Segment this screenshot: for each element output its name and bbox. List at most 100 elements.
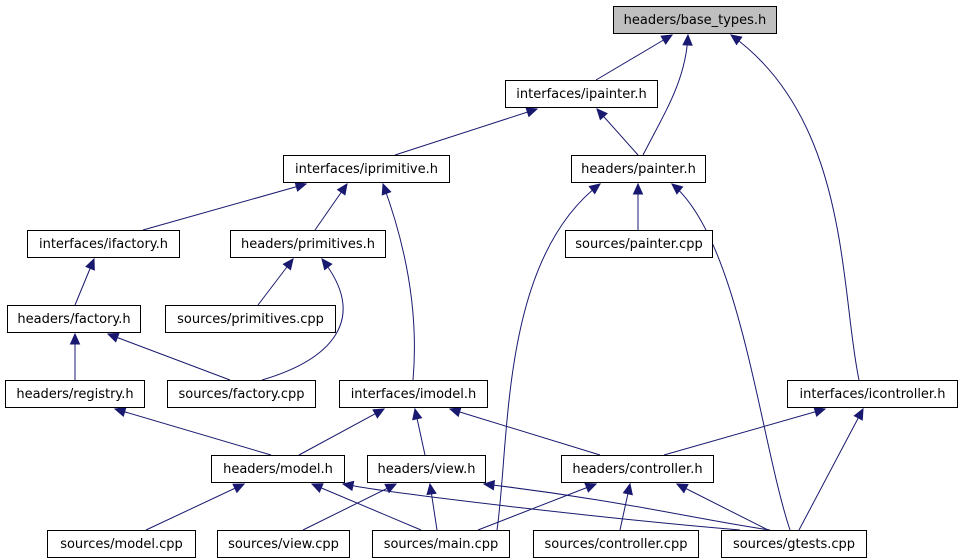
node-icontroller[interactable]: interfaces/icontroller.h — [787, 380, 958, 408]
node-label: headers/controller.h — [572, 462, 702, 477]
node-label: headers/model.h — [223, 462, 333, 477]
node-label: headers/painter.h — [581, 162, 696, 177]
arrowhead-model_h-to-registry_h — [113, 406, 127, 418]
edge-imodel-to-iprimitive — [382, 183, 415, 381]
arrowhead-painter_cpp-to-painter_h — [632, 182, 644, 195]
node-label: interfaces/imodel.h — [351, 387, 477, 402]
node-box[interactable] — [7, 305, 141, 333]
node-view-h[interactable]: headers/view.h — [367, 455, 486, 483]
arrowhead-factory_h-to-ifactory — [85, 257, 95, 271]
nodes-layer: headers/base_types.h interfaces/ipainter.… — [5, 6, 958, 558]
node-label: headers/base_types.h — [624, 13, 767, 28]
node-label: interfaces/iprimitive.h — [295, 162, 438, 177]
node-box[interactable] — [230, 230, 386, 258]
arrowhead-view_cpp-to-view_h — [384, 483, 398, 494]
node-model-h[interactable]: headers/model.h — [211, 455, 345, 483]
node-label: interfaces/ipainter.h — [516, 87, 646, 102]
node-box[interactable] — [505, 80, 658, 108]
node-label: interfaces/ifactory.h — [39, 237, 168, 252]
edge-main_cpp-to-controller_h — [477, 483, 597, 531]
node-base-types[interactable]: headers/base_types.h — [613, 6, 777, 34]
node-label: headers/registry.h — [16, 387, 133, 402]
node-box[interactable] — [47, 530, 196, 558]
node-box[interactable] — [533, 530, 699, 558]
arrowhead-iprimitive-to-ipainter — [525, 107, 539, 118]
edge-gtests_cpp-to-painter_h — [671, 183, 791, 531]
node-label: sources/gtests.cpp — [733, 537, 855, 552]
arrowhead-imodel-to-iprimitive — [381, 182, 392, 196]
arrowhead-primitives_h-to-iprimitive — [336, 182, 348, 196]
node-iprimitive[interactable]: interfaces/iprimitive.h — [283, 155, 450, 183]
node-label: headers/view.h — [377, 462, 475, 477]
node-ipainter[interactable]: interfaces/ipainter.h — [505, 80, 658, 108]
node-label: interfaces/icontroller.h — [800, 387, 946, 402]
edge-iprimitive-to-ipainter — [394, 108, 538, 156]
arrowhead-primitives_cpp-to-primitives_h — [282, 258, 294, 271]
edge-gtests_cpp-to-icontroller — [798, 408, 864, 531]
node-painter-cpp[interactable]: sources/painter.cpp — [565, 230, 713, 258]
arrowhead-gtests_cpp-to-icontroller — [853, 407, 864, 421]
arrowhead-registry_h-to-factory_h — [69, 332, 81, 345]
edge-model_h-to-registry_h — [114, 408, 272, 456]
node-main-cpp[interactable]: sources/main.cpp — [372, 530, 510, 558]
arrowhead-icontroller-to-base_types — [730, 34, 743, 46]
edge-controller_h-to-icontroller — [663, 408, 826, 456]
node-box[interactable] — [787, 380, 958, 408]
node-box[interactable] — [167, 380, 316, 408]
node-box[interactable] — [27, 230, 180, 258]
node-box[interactable] — [367, 455, 486, 483]
arrowhead-model_cpp-to-model_h — [232, 483, 246, 494]
arrowhead-gtests_cpp-to-view_h — [482, 479, 496, 491]
node-registry-h[interactable]: headers/registry.h — [5, 380, 145, 408]
arrowhead-controller_h-to-icontroller — [813, 406, 827, 417]
edge-factory_cpp-to-factory_h — [107, 333, 231, 381]
arrowhead-model_h-to-imodel — [372, 408, 386, 419]
edge-icontroller-to-base_types — [730, 34, 860, 381]
arrowhead-main_cpp-to-controller_h — [584, 482, 598, 493]
node-factory-cpp[interactable]: sources/factory.cpp — [167, 380, 316, 408]
arrowhead-controller_cpp-to-controller_h — [622, 482, 633, 496]
node-primitives-cpp[interactable]: sources/primitives.cpp — [165, 305, 336, 333]
node-box[interactable] — [283, 155, 450, 183]
node-imodel[interactable]: interfaces/imodel.h — [339, 380, 488, 408]
arrowhead-factory_cpp-to-factory_h — [106, 332, 120, 343]
node-painter-h[interactable]: headers/painter.h — [571, 155, 706, 183]
node-box[interactable] — [165, 305, 336, 333]
edge-model_h-to-imodel — [298, 408, 385, 456]
node-gtests-cpp[interactable]: sources/gtests.cpp — [721, 530, 867, 558]
node-box[interactable] — [721, 530, 867, 558]
node-box[interactable] — [561, 455, 714, 483]
node-label: sources/factory.cpp — [178, 387, 304, 402]
arrowhead-main_cpp-to-view_h — [426, 482, 437, 496]
node-box[interactable] — [5, 380, 145, 408]
node-label: sources/controller.cpp — [545, 537, 688, 552]
node-model-cpp[interactable]: sources/model.cpp — [47, 530, 196, 558]
node-primitives-h[interactable]: headers/primitives.h — [230, 230, 386, 258]
node-box[interactable] — [571, 155, 706, 183]
node-box[interactable] — [372, 530, 510, 558]
arrowhead-painter_h-to-base_types — [682, 33, 693, 46]
node-label: headers/factory.h — [17, 312, 130, 327]
node-label: sources/main.cpp — [384, 537, 499, 552]
node-view-cpp[interactable]: sources/view.cpp — [217, 530, 350, 558]
node-controller-cpp[interactable]: sources/controller.cpp — [533, 530, 699, 558]
edge-gtests_cpp-to-view_h — [483, 483, 771, 531]
node-box[interactable] — [339, 380, 488, 408]
edge-gtests_cpp-to-model_h — [342, 483, 741, 531]
node-label: sources/painter.cpp — [575, 237, 702, 252]
node-factory-h[interactable]: headers/factory.h — [7, 305, 141, 333]
arrowhead-factory_cpp-to-primitives_h — [321, 258, 333, 271]
arrowhead-main_cpp-to-model_h — [310, 483, 324, 493]
node-box[interactable] — [211, 455, 345, 483]
node-label: sources/model.cpp — [60, 537, 183, 552]
arrowhead-controller_h-to-imodel — [448, 407, 462, 418]
node-ifactory[interactable]: interfaces/ifactory.h — [27, 230, 180, 258]
arrowhead-gtests_cpp-to-painter_h — [671, 183, 684, 195]
edge-gtests_cpp-to-controller_h — [676, 483, 769, 531]
node-box[interactable] — [565, 230, 713, 258]
edge-ipainter-to-base_types — [595, 34, 673, 81]
node-controller-h[interactable]: headers/controller.h — [561, 455, 714, 483]
node-box[interactable] — [613, 6, 777, 34]
node-box[interactable] — [217, 530, 350, 558]
